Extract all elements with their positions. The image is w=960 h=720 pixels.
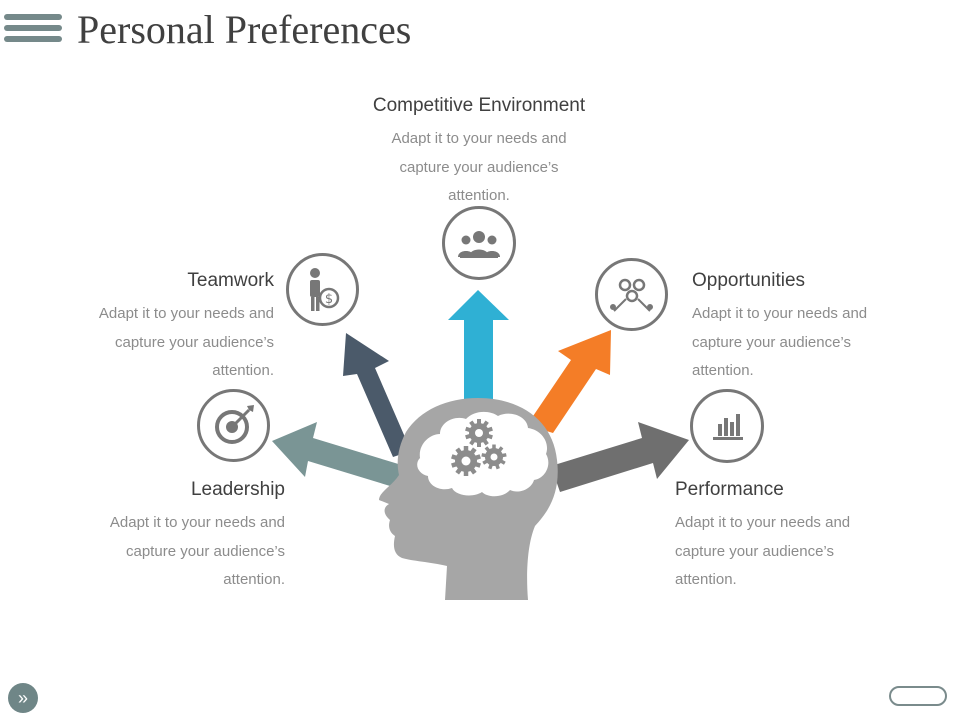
performance-block: Performance Adapt it to your needs and c… [675,479,905,595]
competitive-block: Competitive Environment Adapt it to your… [349,95,609,211]
businessman-dollar-icon: $ [286,253,359,326]
target-icon [197,389,270,462]
gears-people-icon [595,258,668,331]
arrow-opportunities [527,330,611,433]
next-slide-button[interactable]: » [8,683,38,713]
teamwork-title: Teamwork [187,270,274,291]
svg-text:$: $ [325,292,333,307]
leadership-title: Leadership [190,479,285,500]
leadership-body: Adapt it to your needs and capture your … [109,514,285,588]
performance-title: Performance [675,479,784,500]
team-icon [442,206,516,280]
arrow-leadership [272,422,405,489]
opportunities-block: Opportunities Adapt it to your needs and… [692,270,922,386]
arrow-competitive [448,290,509,410]
competitive-body: Adapt it to your needs and capture your … [391,130,567,204]
leadership-block: Leadership Adapt it to your needs and ca… [55,479,285,595]
performance-body: Adapt it to your needs and capture your … [675,514,851,588]
opportunities-body: Adapt it to your needs and capture your … [692,305,868,379]
teamwork-block: Teamwork Adapt it to your needs and capt… [44,270,274,386]
opportunities-title: Opportunities [692,270,806,291]
menu-icon[interactable] [4,14,62,46]
bar-chart-icon [690,389,764,463]
page-title: Personal Preferences [77,7,412,52]
arrow-performance [551,422,689,492]
gears-icon [451,419,507,476]
slide-pill-button[interactable] [889,686,947,706]
teamwork-body: Adapt it to your needs and capture your … [98,305,274,379]
competitive-title: Competitive Environment [372,95,586,116]
arrow-teamwork [343,333,411,457]
